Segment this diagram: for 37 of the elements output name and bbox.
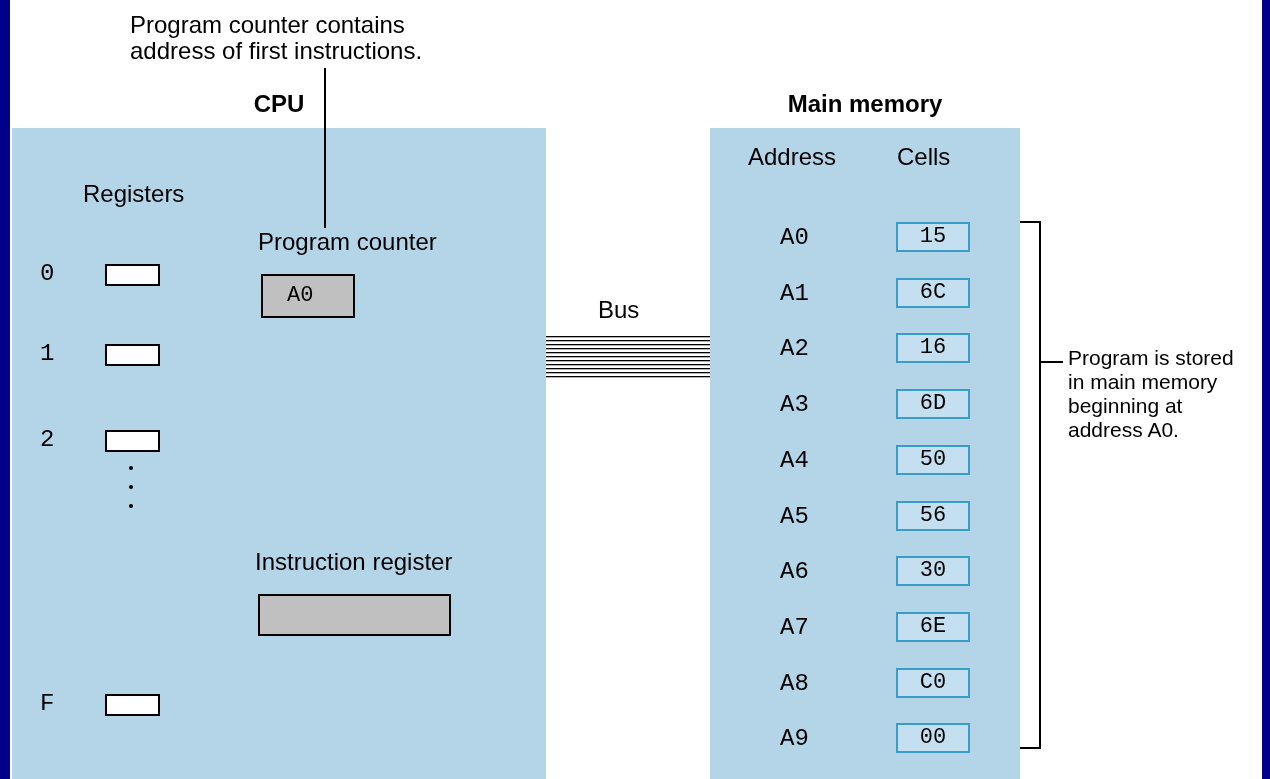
memory-cell: 56 <box>896 501 970 531</box>
panel-heading: CPU <box>252 90 306 118</box>
memory-address: A9 <box>780 725 809 753</box>
callout-text: Program counter contains address of first instructions. <box>130 12 424 64</box>
register-number: 2 <box>40 426 55 454</box>
memory-address: A0 <box>780 224 809 252</box>
memory-cell: 6C <box>896 278 970 308</box>
register-number: F <box>40 690 55 718</box>
memory-cell: 6E <box>896 612 970 642</box>
memory-cell: 15 <box>896 222 970 252</box>
memory-address: A3 <box>780 391 809 419</box>
leader-line <box>324 67 326 229</box>
memory-cell: 16 <box>896 333 970 363</box>
note-text: Program is stored in main memory beginning at address A0. <box>1068 346 1235 442</box>
memory-cell: C0 <box>896 668 970 698</box>
memory-cell: 6D <box>896 389 970 419</box>
register-label: Program counter <box>258 228 437 256</box>
column-header: Address <box>748 143 837 171</box>
register-number: 0 <box>40 260 55 288</box>
register-number: 1 <box>40 340 55 368</box>
memory-cell: 30 <box>896 556 970 586</box>
memory-address: A5 <box>780 503 809 531</box>
panel-heading: Main memory <box>786 90 944 118</box>
memory-cell: 50 <box>896 445 970 475</box>
memory-address: A2 <box>780 335 809 363</box>
register-box: A0 <box>261 274 355 318</box>
memory-address: A1 <box>780 280 809 308</box>
memory-address: A4 <box>780 447 809 475</box>
memory-address: A6 <box>780 558 809 586</box>
section-label: Registers <box>83 180 185 208</box>
memory-address: A8 <box>780 670 809 698</box>
column-header: Cells <box>897 143 951 171</box>
bus-lines <box>546 336 710 378</box>
memory-cell: 00 <box>896 723 970 753</box>
register-label: Instruction register <box>255 548 453 576</box>
memory-address: A7 <box>780 614 809 642</box>
edge-label: Bus <box>598 296 640 324</box>
